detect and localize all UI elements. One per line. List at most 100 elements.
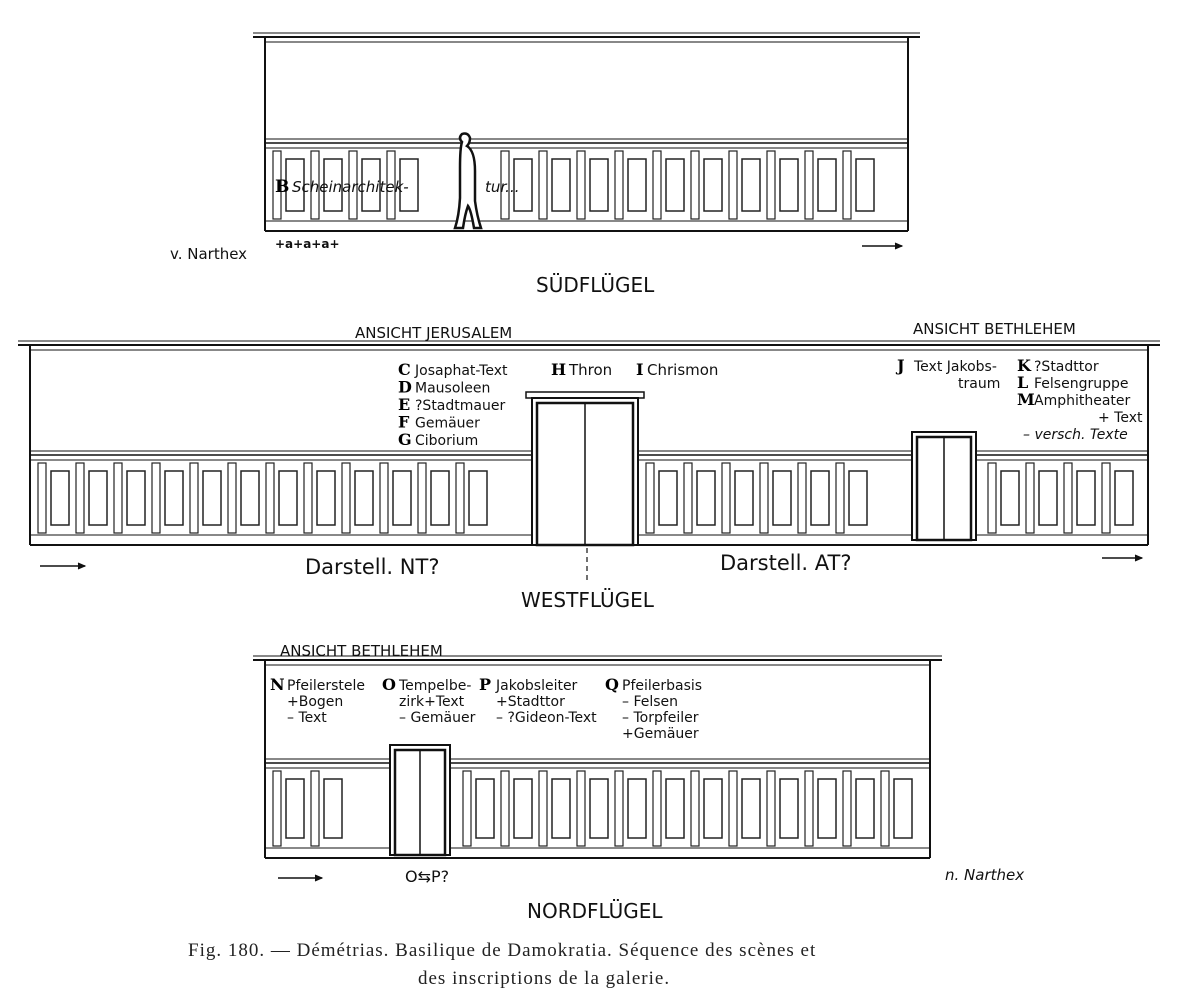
baluster-pillar xyxy=(379,462,389,534)
baluster-pillar xyxy=(272,770,282,847)
balustrade-panel xyxy=(810,470,830,526)
baluster-pillar xyxy=(683,462,693,534)
baluster-pillar xyxy=(842,770,852,847)
baluster-pillar xyxy=(645,462,655,534)
wall-elevations xyxy=(18,32,1160,882)
baluster-pillar xyxy=(576,770,586,847)
balustrade-panel xyxy=(855,158,875,212)
scene-text: – Gemäuer xyxy=(399,710,476,726)
balustrade-panel xyxy=(696,470,716,526)
scene-text: Mausoleen xyxy=(415,381,490,397)
scene-i-letter: I xyxy=(636,360,643,379)
balustrade-panel xyxy=(779,158,799,212)
scene-text: Jakobsleiter xyxy=(495,678,578,694)
balustrade-panel xyxy=(703,778,723,839)
baluster-pillar xyxy=(690,770,700,847)
balustrade-panel xyxy=(361,158,381,212)
north-door-label: O⇆P? xyxy=(405,867,449,886)
balustrade-panel xyxy=(50,470,70,526)
scene-text: +Bogen xyxy=(287,694,343,710)
west-bottom-right: Darstell. AT? xyxy=(720,551,852,575)
balustrade-panel xyxy=(285,158,305,212)
scene-text: ?Stadttor xyxy=(1034,359,1099,375)
balustrade-panel xyxy=(468,470,488,526)
scene-text: Gemäuer xyxy=(415,416,480,432)
baluster-pillar xyxy=(500,770,510,847)
scene-letter: F xyxy=(398,413,410,432)
balustrade-panel xyxy=(88,470,108,526)
scene-letter: M xyxy=(1017,390,1035,409)
baluster-pillar xyxy=(151,462,161,534)
scene-m-extra: + Text xyxy=(1098,410,1143,426)
south-title: SÜDFLÜGEL xyxy=(536,273,655,297)
balustrade-panel xyxy=(278,470,298,526)
baluster-pillar xyxy=(759,462,769,534)
baluster-pillar xyxy=(690,150,700,220)
scene-letter: C xyxy=(398,360,411,379)
scene-letter: L xyxy=(1017,373,1028,392)
scene-j-text2: traum xyxy=(958,376,1000,392)
west-view-right: ANSICHT BETHLEHEM xyxy=(913,320,1076,338)
baluster-pillar xyxy=(804,150,814,220)
scene-letter: P xyxy=(479,675,491,694)
scene-text: – Torpfeiler xyxy=(622,710,699,726)
south-scene-letter: B xyxy=(275,177,289,197)
direction-arrow-icon xyxy=(40,562,87,570)
balustrade-panel xyxy=(772,470,792,526)
baluster-pillar xyxy=(804,770,814,847)
balustrade-panel xyxy=(240,470,260,526)
scene-h-letter: H xyxy=(551,360,566,379)
balustrade-panel xyxy=(734,470,754,526)
baluster-pillar xyxy=(538,150,548,220)
balustrade-panel xyxy=(665,778,685,839)
baluster-pillar xyxy=(728,770,738,847)
south-scene-text-1: Scheinarchitek- xyxy=(292,178,409,196)
scene-text: Josaphat-Text xyxy=(414,363,508,379)
baluster-pillar xyxy=(835,462,845,534)
baluster-pillar xyxy=(766,770,776,847)
baluster-pillar xyxy=(189,462,199,534)
balustrade-panel xyxy=(392,470,412,526)
baluster-pillar xyxy=(462,770,472,847)
baluster-pillar xyxy=(341,462,351,534)
baluster-pillar xyxy=(652,770,662,847)
baluster-pillar xyxy=(265,462,275,534)
balustrade-panel xyxy=(589,158,609,212)
balustrade-panel xyxy=(893,778,913,839)
baluster-pillar xyxy=(417,462,427,534)
baluster-pillar xyxy=(880,770,890,847)
baluster-pillar xyxy=(310,770,320,847)
north-view: ANSICHT BETHLEHEM xyxy=(280,642,443,660)
baluster-pillar xyxy=(1063,462,1073,534)
balustrade-panel xyxy=(285,778,305,839)
balustrade-panel xyxy=(848,470,868,526)
wall xyxy=(253,32,920,232)
south-from-label: v. Narthex xyxy=(170,245,247,263)
balustrade-panel xyxy=(779,778,799,839)
balustrade-panel xyxy=(551,778,571,839)
balustrade-panel xyxy=(513,158,533,212)
balustrade-panel xyxy=(551,158,571,212)
baluster-pillar xyxy=(75,462,85,534)
door xyxy=(389,744,451,857)
balustrade-panel xyxy=(627,778,647,839)
north-title: NORDFLÜGEL xyxy=(527,899,663,923)
scene-text: ?Stadtmauer xyxy=(415,398,505,414)
south-pattern-label: +a+a+a+ xyxy=(275,237,340,251)
person-silhouette-icon xyxy=(453,132,483,230)
scene-letter: O xyxy=(382,675,396,694)
balustrade-panel xyxy=(1114,470,1134,526)
scene-text: +Stadttor xyxy=(496,694,565,710)
baluster-pillar xyxy=(455,462,465,534)
balustrade-panel xyxy=(354,470,374,526)
balustrade-panel xyxy=(589,778,609,839)
west-bottom-left: Darstell. NT? xyxy=(305,555,439,579)
baluster-pillar xyxy=(842,150,852,220)
direction-arrow-icon xyxy=(1102,554,1144,562)
scene-text: – Felsen xyxy=(622,694,678,710)
scene-letter: E xyxy=(398,395,410,414)
scene-letter: G xyxy=(398,430,412,449)
balustrade-panel xyxy=(399,158,419,212)
